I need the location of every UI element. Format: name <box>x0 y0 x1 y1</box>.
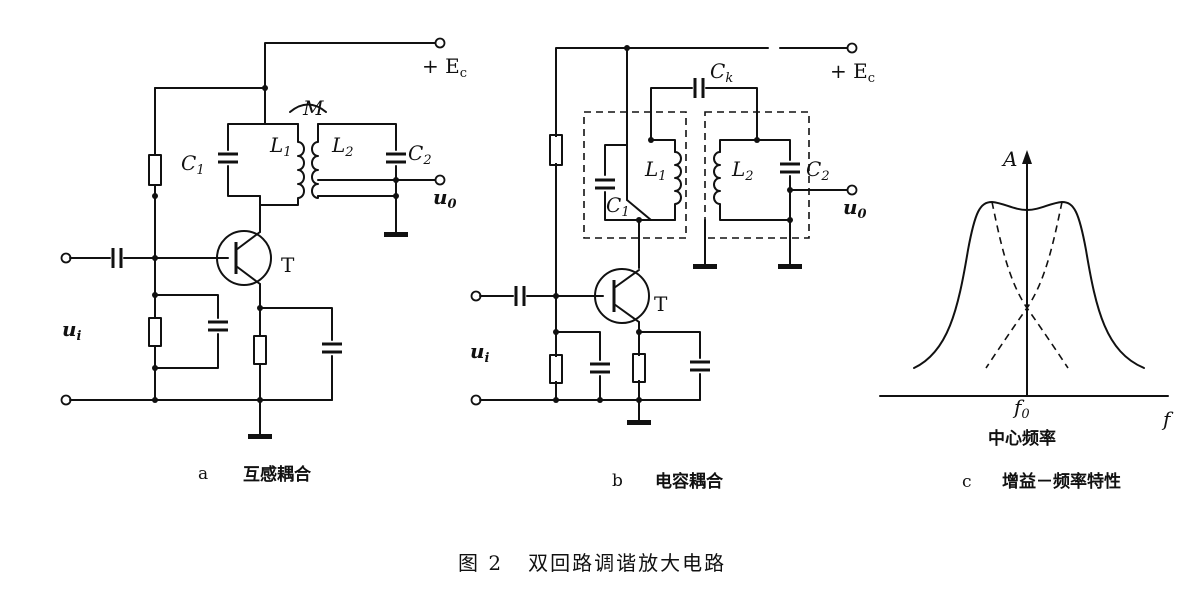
a-emitter-resistor <box>253 335 267 365</box>
a-supply-rail <box>264 42 437 121</box>
panel-a-circuit <box>60 37 446 439</box>
c-center-frequency-symbol: f0 <box>1012 395 1030 422</box>
b-emitter-resistor <box>632 353 646 383</box>
a-output-terminal <box>434 174 446 186</box>
b-L1-label: L1 <box>644 157 667 184</box>
a-inductor-L1 <box>259 123 305 206</box>
b-C2-label: C2 <box>806 157 830 184</box>
b-inductor-L2 <box>713 151 791 221</box>
c-panel-letter: c <box>962 472 972 492</box>
b-bias-resistor-top <box>549 134 563 166</box>
a-supply-label: + Ec <box>422 54 467 81</box>
b-output-terminal <box>846 184 858 196</box>
b-transistor <box>594 268 650 324</box>
b-Ck-label: Ck <box>710 59 733 86</box>
a-inductor-L2 <box>311 123 319 199</box>
b-tank1-box <box>583 111 687 239</box>
c-dashed-curve-right <box>985 201 1063 369</box>
b-C1-label: C1 <box>606 193 630 220</box>
b-inductor-L1 <box>674 151 682 221</box>
b-input-label: ui <box>470 339 490 366</box>
a-mutual-label: M <box>302 96 324 120</box>
a-mutual-arc <box>289 103 327 113</box>
a-bias-resistor-bottom <box>148 317 162 347</box>
a-transistor-label: T <box>281 253 295 277</box>
b-bias-resistor-bottom <box>549 354 563 384</box>
a-input-label: ui <box>62 317 82 344</box>
b-transistor-label: T <box>654 292 668 316</box>
a-C2-label: C2 <box>408 141 432 168</box>
c-panel-caption: 增益－频率特性 <box>1002 471 1121 492</box>
a-C1-label: C1 <box>181 151 205 178</box>
b-panel-caption: 电容耦合 <box>655 471 724 492</box>
b-L2-label: L2 <box>731 157 754 184</box>
a-L2-label: L2 <box>331 133 354 160</box>
figure-caption: 图 2 双回路调谐放大电路 <box>458 551 726 575</box>
b-panel-letter: b <box>612 471 623 491</box>
a-panel-caption: 互感耦合 <box>243 464 312 485</box>
c-y-axis-label: A <box>1001 147 1017 171</box>
panel-c-graph <box>879 150 1169 397</box>
c-solid-response-curve <box>913 201 1145 369</box>
a-supply-terminal <box>434 37 446 49</box>
a-transistor <box>216 230 272 286</box>
a-L1-label: L1 <box>269 133 292 160</box>
panel-b-circuit <box>470 42 858 425</box>
b-output-label: u0 <box>843 195 867 222</box>
c-y-axis-arrow <box>1022 150 1032 164</box>
c-center-frequency-label: 中心频率 <box>988 428 1056 449</box>
b-supply-label: + Ec <box>830 59 875 86</box>
a-bias-resistor-top <box>148 154 162 186</box>
b-supply-terminal <box>846 42 858 54</box>
b-tank2-box <box>704 111 810 239</box>
a-output-label: u0 <box>433 185 457 212</box>
c-x-axis-label: f <box>1161 407 1174 431</box>
a-panel-letter: a <box>198 464 208 484</box>
